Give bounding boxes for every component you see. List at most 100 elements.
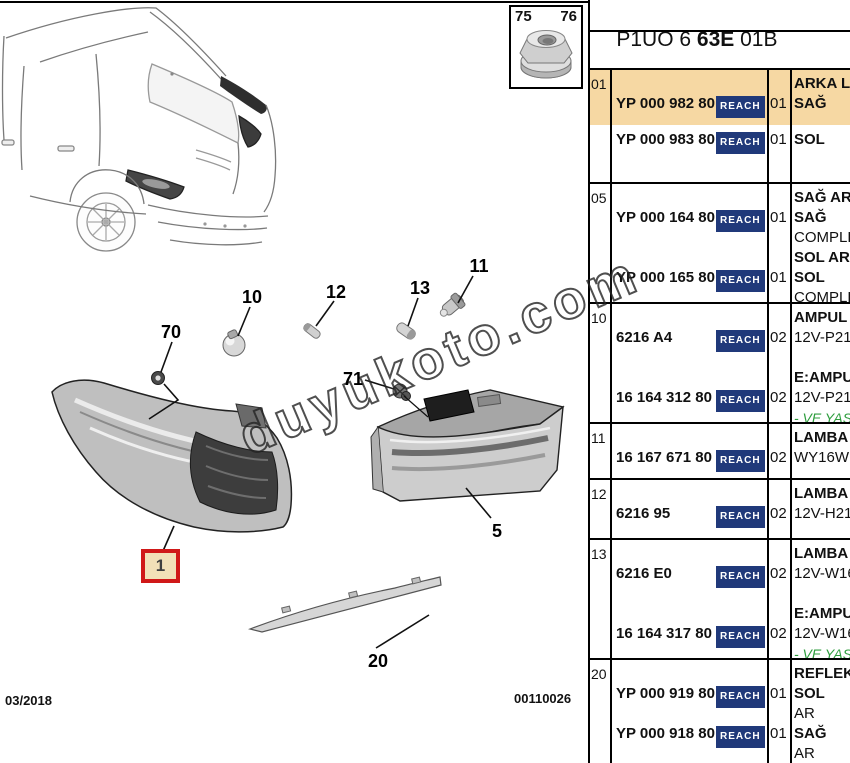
part-number-cell xyxy=(612,704,767,724)
ref-cell xyxy=(588,724,612,744)
ref-cell xyxy=(588,130,612,150)
part-number: YP 000 919 80 xyxy=(616,685,715,702)
part-number: 16 167 671 80 xyxy=(616,449,712,466)
ref-cell: 01 xyxy=(591,76,607,92)
desc-cell: AR xyxy=(794,745,815,762)
reach-badge[interactable]: REACH xyxy=(716,686,765,708)
reach-badge[interactable]: REACH xyxy=(716,450,765,472)
desc-cell: 12V-H21W xyxy=(794,505,850,522)
part-number: 16 164 317 80 xyxy=(616,625,712,642)
part-number-cell xyxy=(612,408,767,422)
part-number: YP 000 165 80 xyxy=(616,269,715,286)
part-number-cell xyxy=(612,544,767,564)
part-number-cell xyxy=(612,744,767,763)
callout-13: 13 xyxy=(409,278,431,298)
reach-badge[interactable]: REACH xyxy=(716,210,765,232)
reach-badge[interactable]: REACH xyxy=(716,132,765,154)
reach-badge[interactable]: REACH xyxy=(716,96,765,118)
desc-cell: SAĞ xyxy=(794,725,827,742)
part-number-cell xyxy=(612,74,767,94)
ref-cell xyxy=(588,268,612,288)
reach-badge[interactable]: REACH xyxy=(716,726,765,748)
table-col-line-3 xyxy=(790,68,792,763)
qty-cell: 02 xyxy=(770,329,787,346)
part-number: YP 000 164 80 xyxy=(616,209,715,226)
desc-cell: E:AMPUL xyxy=(794,369,850,386)
desc-cell: AMPUL 2 xyxy=(794,309,850,326)
desc-cell: SOL xyxy=(794,131,825,148)
desc-cell: 12V-W16W xyxy=(794,565,850,582)
callout-71: 71 xyxy=(342,369,364,389)
table-line: COMPLE xyxy=(588,288,850,302)
qty-cell: 01 xyxy=(770,209,787,226)
ref-cell xyxy=(588,288,612,302)
desc-cell: SAĞ ARK xyxy=(794,189,850,206)
ref-cell xyxy=(588,328,612,348)
table-line: E:AMPUL xyxy=(588,368,850,388)
parts-diagram-panel: 70 10 12 13 11 71 5 20 1 duyukoto.com 03… xyxy=(0,1,650,708)
desc-cell: LAMBA xyxy=(794,545,849,562)
desc-cell: SAĞ xyxy=(794,209,827,226)
desc-cell: 12V-P21W xyxy=(794,389,850,406)
ref-cell: 20 xyxy=(591,666,607,682)
part-number-cell xyxy=(612,308,767,328)
qty-cell xyxy=(767,604,790,624)
part-number-cell xyxy=(612,188,767,208)
qty-cell xyxy=(767,664,790,684)
qty-cell xyxy=(767,484,790,504)
desc-cell: COMPLE xyxy=(794,229,850,246)
qty-cell: 02 xyxy=(770,389,787,406)
drawing-number: 00110026 xyxy=(514,691,572,706)
reach-badge[interactable]: REACH xyxy=(716,390,765,412)
part-number-cell xyxy=(612,604,767,624)
bulb-holder-71-drawing xyxy=(392,383,411,401)
part-number: 6216 A4 xyxy=(616,329,673,346)
bulb-11-drawing xyxy=(439,292,466,317)
reach-badge[interactable]: REACH xyxy=(716,270,765,292)
table-col-line-2 xyxy=(767,68,769,763)
ref-cell: 12 xyxy=(591,486,607,502)
table-line: COMPLE xyxy=(588,228,850,248)
callout-5: 5 xyxy=(491,521,503,541)
ref-cell xyxy=(588,604,612,624)
grommet-70-drawing xyxy=(151,371,165,385)
ref-cell xyxy=(588,744,612,763)
qty-cell: 02 xyxy=(770,505,787,522)
selected-part-callout-1[interactable]: 1 xyxy=(141,549,180,583)
qty-cell xyxy=(767,704,790,724)
ref-cell xyxy=(588,684,612,704)
part-number: 16 164 312 80 xyxy=(616,389,712,406)
flange-nut-icon xyxy=(519,30,573,79)
ref-cell xyxy=(588,564,612,584)
reach-badge[interactable]: REACH xyxy=(716,506,765,528)
qty-cell: 01 xyxy=(770,131,787,148)
table-line: AR xyxy=(588,704,850,724)
ref-cell xyxy=(588,208,612,228)
part-number: YP 000 918 80 xyxy=(616,725,715,742)
date-code: 03/2018 xyxy=(5,693,52,708)
ref-cell: 11 xyxy=(591,430,606,446)
qty-cell: 02 xyxy=(770,449,787,466)
table-line: - VE YAŞ xyxy=(588,644,850,658)
qty-cell: 01 xyxy=(770,95,787,112)
desc-cell: 12V-W16W xyxy=(794,625,850,642)
reach-badge[interactable]: REACH xyxy=(716,330,765,352)
reach-badge[interactable]: REACH xyxy=(716,566,765,588)
ref-cell xyxy=(588,94,612,114)
bulb-12-drawing xyxy=(303,323,321,339)
reach-badge[interactable]: REACH xyxy=(716,626,765,648)
